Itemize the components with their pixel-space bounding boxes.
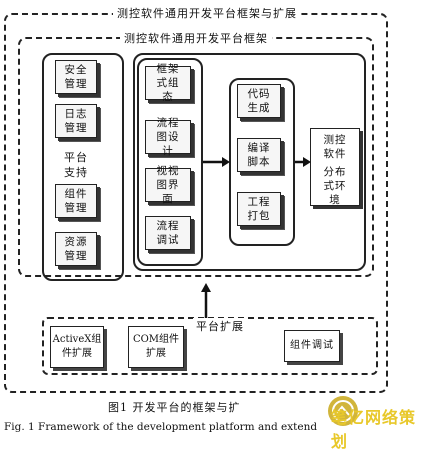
extension-to-framework-arrow: [201, 283, 211, 318]
security-management-box: 安全管理: [55, 60, 97, 94]
output-line-1: 测控软件: [323, 134, 347, 160]
component-management-box: 组件管理: [55, 184, 97, 218]
activex-extension-box: ActiveX组件扩展: [50, 326, 104, 368]
output-box: 测控软件 分布式环境: [310, 128, 360, 206]
watermark-brand: 笔亿网络策划: [331, 408, 417, 451]
log-management-label: 日志管理: [64, 108, 88, 134]
outer-frame-title: 测控软件通用开发平台框架与扩展: [113, 5, 301, 21]
view-interface-label: 视视图界面: [156, 165, 180, 205]
extension-frame-title: 平台扩展: [193, 318, 247, 334]
design-to-generate-arrow: [203, 157, 230, 167]
design-column: [137, 58, 203, 266]
framework-config-label: 框架式组态: [156, 63, 180, 103]
compile-script-box: 编译脚本: [237, 138, 281, 172]
flow-debug-box: 流程调试: [145, 216, 191, 250]
figure-caption-en: Fig. 1 Framework of the development plat…: [4, 421, 318, 433]
flowchart-design-box: 流程图设计: [145, 117, 191, 157]
log-management-box: 日志管理: [55, 104, 97, 138]
flowchart-design-label: 流程图设计: [156, 117, 180, 157]
component-debug-label: 组件调试: [290, 340, 334, 351]
code-generation-box: 代码生成: [237, 84, 281, 118]
security-management-label: 安全管理: [64, 64, 88, 90]
resource-management-label: 资源管理: [64, 236, 88, 262]
component-management-label: 组件管理: [64, 188, 88, 214]
flow-arrows: [201, 157, 311, 318]
activex-extension-label: ActiveX组件扩展: [52, 334, 102, 359]
output-line-2: 分布式环境: [323, 166, 347, 206]
compile-script-label: 编译脚本: [247, 142, 271, 168]
main-framework-group: [133, 53, 366, 271]
project-packaging-box: 工程打包: [237, 192, 281, 226]
com-extension-box: COM组件扩展: [128, 326, 184, 368]
view-interface-box: 视视图界面: [145, 165, 191, 205]
watermark-logo: [328, 396, 358, 426]
project-packaging-label: 工程打包: [247, 196, 271, 222]
com-extension-label: COM组件扩展: [132, 334, 180, 359]
code-generation-label: 代码生成: [247, 88, 271, 114]
flow-debug-label: 流程调试: [156, 220, 180, 246]
generate-to-output-arrow: [295, 157, 311, 167]
framework-frame-title: 测控软件通用开发平台框架: [120, 30, 272, 46]
component-debug-box: 组件调试: [284, 330, 340, 362]
watermark-logo-icon: [332, 400, 354, 422]
resource-management-box: 资源管理: [55, 232, 97, 266]
platform-support-label: 平台支持: [64, 151, 88, 179]
figure-caption-cn: 图1 开发平台的框架与扩: [108, 401, 241, 414]
platform-support-column: [42, 53, 124, 281]
framework-config-box: 框架式组态: [145, 63, 191, 103]
